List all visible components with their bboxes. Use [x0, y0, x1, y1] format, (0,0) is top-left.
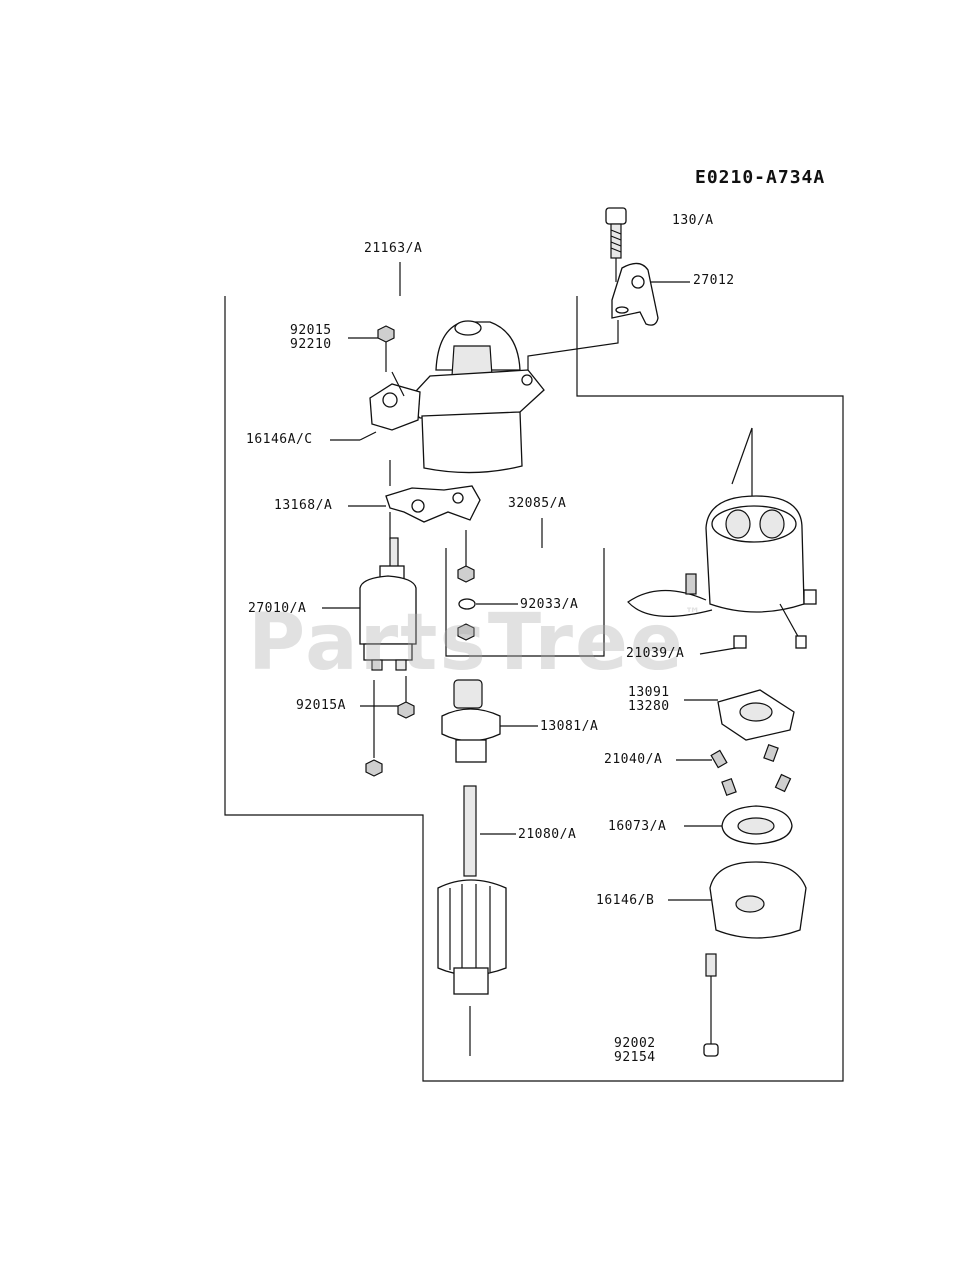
- pinion-13081: [441, 679, 538, 763]
- solenoid-27010: [322, 537, 417, 671]
- label-21080: 21080/A: [518, 827, 577, 842]
- bolt-130: [605, 207, 627, 282]
- label-13091: 13091: [628, 685, 670, 700]
- label-13081: 13081/A: [540, 719, 599, 734]
- label-92154: 92154: [614, 1050, 656, 1065]
- end-cover-16146b: [668, 861, 807, 939]
- yoke-housing: [627, 427, 817, 655]
- label-27010: 27010/A: [248, 601, 307, 616]
- plate-16073: [684, 805, 793, 845]
- label-16146a-c: 16146A/C: [246, 432, 313, 447]
- label-21039: 21039/A: [626, 646, 685, 661]
- label-32085: 32085/A: [508, 496, 567, 511]
- springs-21040: [676, 743, 792, 797]
- hardware-stack: [457, 530, 518, 641]
- label-21040: 21040/A: [604, 752, 663, 767]
- label-13280: 13280: [628, 699, 670, 714]
- label-13168: 13168/A: [274, 498, 333, 513]
- armature-21080: [437, 785, 516, 1056]
- label-16073: 16073/A: [608, 819, 667, 834]
- diagram-code: E0210-A734A: [695, 167, 826, 188]
- label-92033: 92033/A: [520, 597, 579, 612]
- group-32085: [445, 518, 605, 657]
- screw-92002: [703, 953, 719, 1057]
- nut-92015: [348, 325, 395, 372]
- brush-holder-13091: [684, 689, 795, 741]
- bracket-27012: [527, 262, 690, 380]
- brush-plate-13168: [348, 460, 481, 540]
- label-27012: 27012: [693, 273, 735, 288]
- label-130: 130/A: [672, 213, 714, 228]
- label-21163: 21163/A: [364, 241, 423, 256]
- label-16146b: 16146/B: [596, 893, 655, 908]
- label-92015: 92015: [290, 323, 332, 338]
- label-92210: 92210: [290, 337, 332, 352]
- nuts-92015a: [360, 676, 415, 777]
- label-92015a: 92015A: [296, 698, 346, 713]
- diagram-frame: [224, 296, 844, 1082]
- starter-housing: [369, 262, 545, 474]
- label-92002: 92002: [614, 1036, 656, 1051]
